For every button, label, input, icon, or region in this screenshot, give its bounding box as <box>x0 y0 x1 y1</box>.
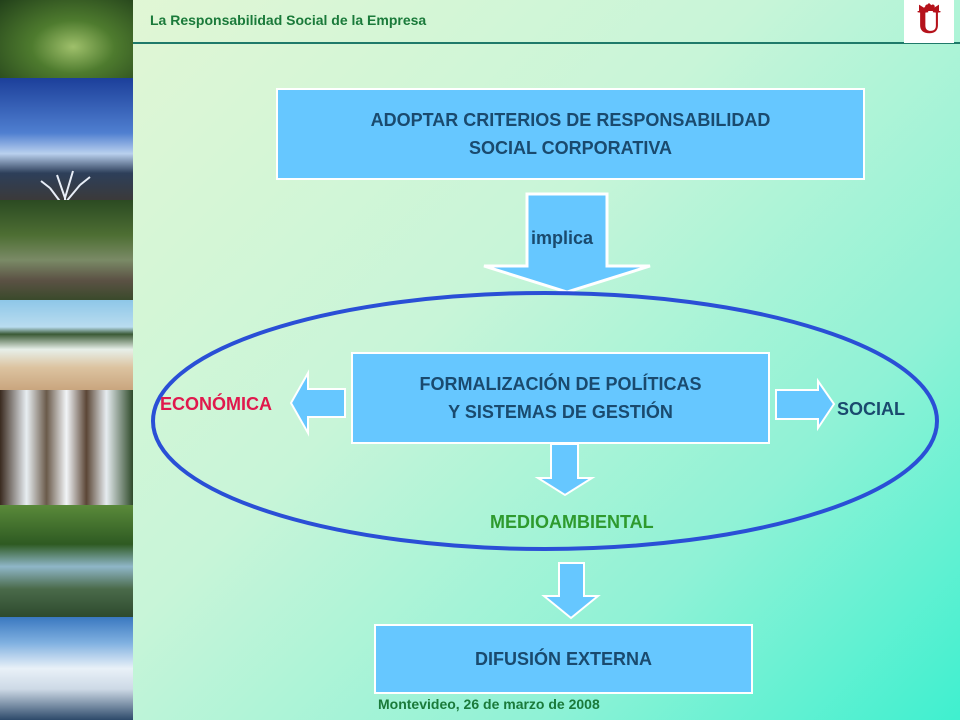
adopt-criteria-line1: ADOPTAR CRITERIOS DE RESPONSABILIDAD <box>370 110 771 130</box>
external-diffusion-label: DIFUSIÓN EXTERNA <box>474 649 652 669</box>
snowy-mountain-photo <box>0 617 133 720</box>
crown-icon <box>919 3 939 11</box>
policies-line1: FORMALIZACIÓN DE POLÍTICAS <box>419 374 702 394</box>
logo-letter: Ü <box>916 4 942 41</box>
implica-label: implica <box>531 228 594 248</box>
university-logo: Ü <box>904 0 954 43</box>
footer-date: Montevideo, 26 de marzo de 2008 <box>378 696 600 712</box>
arrow-left <box>289 369 346 437</box>
beach-photo <box>0 300 133 390</box>
waterfall-photo <box>0 390 133 505</box>
implica-arrow <box>483 192 651 294</box>
lake-tree-photo <box>0 78 133 233</box>
header-divider <box>133 42 960 44</box>
social-label: SOCIAL <box>837 399 906 419</box>
arrow-down-bottom <box>541 562 601 620</box>
adopt-criteria-box: ADOPTAR CRITERIOS DE RESPONSABILIDAD SOC… <box>276 88 865 180</box>
forest-stream-photo <box>0 0 133 78</box>
photo-strip <box>0 0 133 720</box>
page-header-title: La Responsabilidad Social de la Empresa <box>150 12 427 28</box>
economica-label: ECONÓMICA <box>160 394 272 414</box>
policies-systems-box: FORMALIZACIÓN DE POLÍTICAS Y SISTEMAS DE… <box>351 352 770 444</box>
policies-line2: Y SISTEMAS DE GESTIÓN <box>448 402 673 422</box>
arrow-right <box>775 377 836 432</box>
arrow-down-middle <box>534 443 596 497</box>
dimensions-ellipse <box>151 291 939 551</box>
external-diffusion-box: DIFUSIÓN EXTERNA <box>374 624 753 694</box>
river-rocks-photo <box>0 200 133 300</box>
river-trees-photo <box>0 505 133 617</box>
adopt-criteria-line2: SOCIAL CORPORATIVA <box>468 138 672 158</box>
medioambiental-label: MEDIOAMBIENTAL <box>490 512 654 532</box>
